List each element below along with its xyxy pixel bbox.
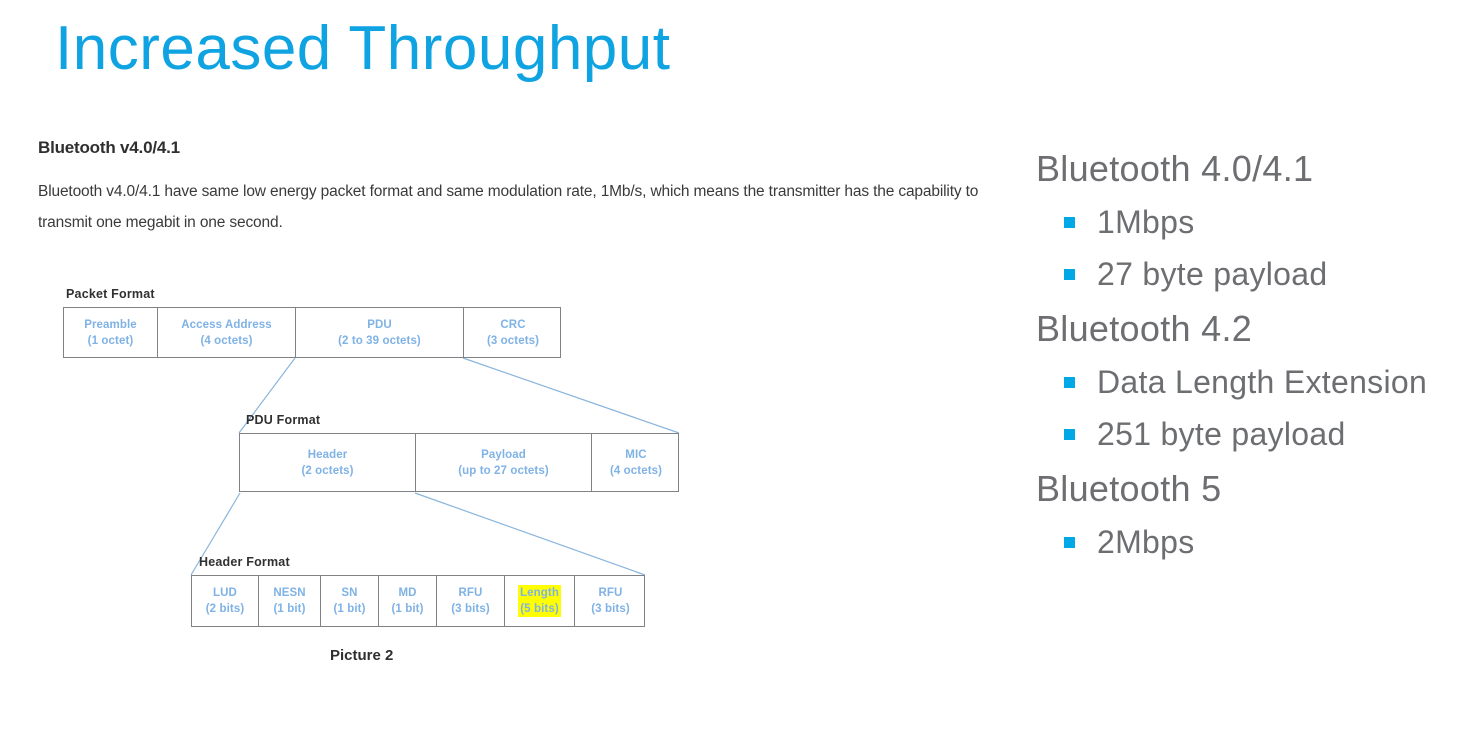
cell-size: (1 octet) — [87, 334, 134, 347]
picture-caption: Picture 2 — [330, 647, 394, 664]
cell-name: LUD — [213, 587, 237, 599]
square-bullet-icon — [1064, 217, 1075, 228]
list-item-label: Data Length Extension — [1097, 364, 1428, 400]
pdu-format-row: Header (2 octets) Payload (up to 27 octets)… — [239, 433, 679, 492]
cell-size: (3 bits) — [591, 603, 630, 615]
list-item-label: 27 byte payload — [1097, 256, 1328, 292]
square-bullet-icon — [1064, 269, 1075, 280]
diagram-cell-pdu: PDU (2 to 39 octets) — [296, 308, 464, 357]
diagram-cell-header: Header (2 octets) — [240, 434, 416, 491]
cell-size: (4 octets) — [609, 464, 663, 477]
list-item-label: 251 byte payload — [1097, 416, 1346, 452]
section-heading: Bluetooth v4.0/4.1 — [38, 138, 180, 157]
cell-size: (3 bits) — [451, 603, 490, 615]
cell-size: (up to 27 octets) — [458, 464, 549, 477]
page-title: Increased Throughput — [55, 14, 671, 83]
header-format-caption: Header Format — [199, 555, 290, 569]
cell-name: MIC — [625, 448, 647, 461]
summary-group: Bluetooth 5 2Mbps — [1036, 462, 1456, 568]
cell-size: (1 bit) — [333, 603, 366, 615]
pdu-format-caption: PDU Format — [246, 413, 321, 427]
cell-size: (4 octets) — [200, 334, 253, 347]
diagram-cell-nesn: NESN (1 bit) — [259, 576, 321, 626]
cell-name: Length — [518, 585, 561, 601]
cell-name: PDU — [367, 318, 392, 331]
diagram-cell-mic: MIC (4 octets) — [592, 434, 680, 491]
packet-structure-diagram: Packet Format Preamble (1 octet) Access Ad… — [63, 287, 680, 664]
list-item: Data Length Extension — [1036, 356, 1456, 408]
header-format-row: LUD (2 bits) NESN (1 bit) SN (1 bit) MD (1 bit)… — [191, 575, 645, 627]
cell-size: (2 to 39 octets) — [338, 334, 421, 347]
diagram-cell-length: Length(5 bits) — [505, 576, 575, 626]
cell-size: (2 octets) — [301, 464, 354, 477]
cell-size: (5 bits) — [518, 601, 561, 617]
left-content-column: Bluetooth v4.0/4.1 Bluetooth v4.0/4.1 ha… — [38, 138, 998, 238]
diagram-cell-payload: Payload (up to 27 octets) — [416, 434, 592, 491]
diagram-cell-rfu: RFU (3 bits) — [437, 576, 505, 626]
packet-format-caption: Packet Format — [66, 287, 155, 301]
cell-size: (2 bits) — [205, 603, 245, 615]
cell-name: NESN — [273, 587, 306, 599]
square-bullet-icon — [1064, 377, 1075, 388]
cell-name: Access Address — [181, 318, 272, 331]
diagram-cell-lud: LUD (2 bits) — [192, 576, 259, 626]
cell-name: Preamble — [84, 318, 137, 331]
diagram-cell-access-address: Access Address (4 octets) — [158, 308, 296, 357]
cell-name: Payload — [481, 448, 526, 461]
diagram-cell-sn: SN (1 bit) — [321, 576, 379, 626]
cell-size: (3 octets) — [486, 334, 540, 347]
square-bullet-icon — [1064, 429, 1075, 440]
summary-group-heading: Bluetooth 4.2 — [1036, 308, 1253, 349]
list-item: 1Mbps — [1036, 196, 1456, 248]
summary-bullet-list: 2Mbps — [1036, 516, 1456, 568]
list-item-label: 2Mbps — [1097, 524, 1195, 560]
summary-bullet-list: 1Mbps 27 byte payload — [1036, 196, 1456, 300]
list-item: 2Mbps — [1036, 516, 1456, 568]
list-item: 251 byte payload — [1036, 408, 1456, 460]
diagram-cell-crc: CRC (3 octets) — [464, 308, 562, 357]
summary-bullet-list: Data Length Extension 251 byte payload — [1036, 356, 1456, 460]
cell-name: RFU — [458, 587, 483, 599]
cell-name: SN — [341, 587, 358, 599]
square-bullet-icon — [1064, 537, 1075, 548]
list-item-label: 1Mbps — [1097, 204, 1195, 240]
diagram-cell-rfu: RFU (3 bits) — [575, 576, 646, 626]
cell-name: Header — [307, 448, 348, 461]
cell-size: (1 bit) — [273, 603, 306, 615]
diagram-connector-lines — [190, 357, 680, 576]
summary-group-heading: Bluetooth 5 — [1036, 468, 1222, 509]
cell-name: RFU — [598, 587, 623, 599]
section-paragraph: Bluetooth v4.0/4.1 have same low energy … — [38, 183, 979, 231]
diagram-cell-md: MD (1 bit) — [379, 576, 437, 626]
cell-size: (1 bit) — [391, 603, 424, 615]
packet-format-row: Preamble (1 octet) Access Address (4 octets… — [63, 307, 561, 358]
summary-group-heading: Bluetooth 4.0/4.1 — [1036, 148, 1314, 189]
cell-name: MD — [398, 587, 417, 599]
list-item: 27 byte payload — [1036, 248, 1456, 300]
summary-group: Bluetooth 4.0/4.1 1Mbps 27 byte payload — [1036, 142, 1456, 300]
diagram-cell-preamble: Preamble (1 octet) — [64, 308, 158, 357]
cell-name: CRC — [500, 318, 526, 331]
